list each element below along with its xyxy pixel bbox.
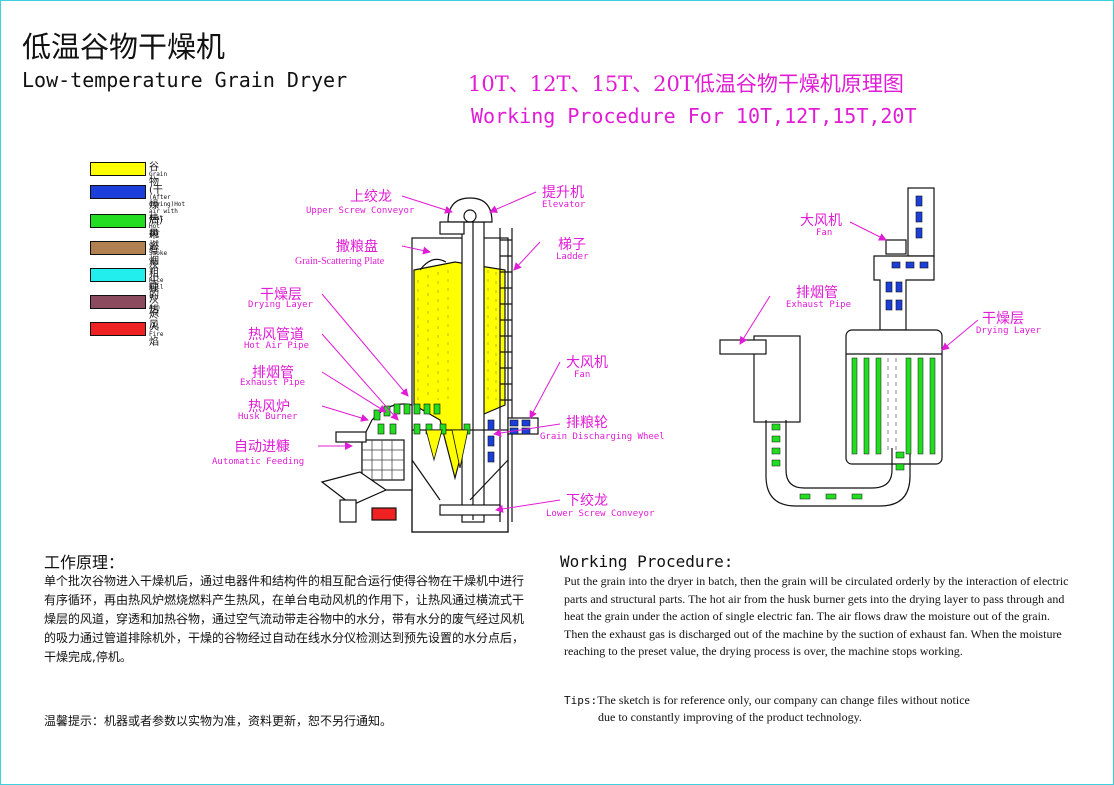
legend-sublabel: Rice hull [149, 277, 164, 291]
legend-sublabel: Grain [149, 171, 168, 178]
legend-swatch [90, 322, 146, 336]
label-right-exhaust-pipe-en: Exhaust Pipe [786, 300, 852, 310]
label-husk-burner-en: Husk Burner [238, 412, 298, 422]
label-elevator-en: Elevator [542, 200, 586, 210]
legend-label: 粗糠 [149, 268, 159, 294]
right-airflow-marks [771, 195, 936, 500]
tips-line-2: due to constantly improving of the produ… [598, 710, 862, 724]
principle-cn-paragraph: 单个批次谷物进入干燥机后，通过电器件和结构件的相互配合运行使得谷物在干燥机中进行… [44, 574, 525, 664]
label-lower-screw-cn: 下绞龙 [566, 493, 608, 509]
left-airflow-marks [373, 270, 531, 469]
leader-lines [318, 191, 979, 513]
label-ladder-en: Ladder [556, 252, 589, 262]
notice-cn: 温馨提示：机器或者参数以实物为准，资料更新，恕不另行通知。 [44, 714, 393, 728]
label-exhaust-pipe-en: Exhaust Pipe [240, 378, 306, 388]
label-right-drying-layer-en: Drying Layer [976, 326, 1042, 336]
label-right-fan-cn: 大风机 [800, 213, 842, 229]
legend-sublabel: Hot air [149, 223, 160, 237]
legend-label: (干燥后)带有灰尘的热风 [149, 185, 163, 331]
title-english: Low-temperature Grain Dryer [22, 68, 348, 92]
procedure-en-paragraph: Put the grain into the dryer in batch, t… [564, 574, 1069, 658]
legend-label: 谷物 [149, 162, 159, 188]
legend-swatch [90, 241, 146, 255]
tips-note: Tips:The sketch is for reference only, o… [564, 692, 970, 726]
label-upper-screw-en: Upper Screw Conveyor [306, 206, 415, 216]
label-right-fan-en: Fan [816, 228, 833, 238]
legend-swatch [90, 162, 146, 176]
legend-swatch [90, 268, 146, 282]
label-lower-screw-en: Lower Screw Conveyor [546, 509, 655, 519]
legend-label: 灰烬 [149, 295, 159, 321]
label-auto-feeding-cn: 自动进糠 [234, 439, 290, 455]
label-drying-layer-cn: 干燥层 [260, 287, 302, 303]
legend-swatch [90, 185, 146, 199]
label-hot-air-pipe-cn: 热风管道 [248, 327, 304, 343]
label-hot-air-pipe-en: Hot Air Pipe [244, 341, 310, 351]
tips-line-1: The sketch is for reference only, our co… [597, 693, 970, 707]
label-scatter-plate-cn: 撒粮盘 [336, 239, 378, 255]
legend-swatch [90, 295, 146, 309]
legend-sublabel: Fire [149, 331, 164, 338]
label-ladder-cn: 梯子 [558, 237, 586, 253]
legend-label: 火焰 [149, 322, 159, 348]
principle-cn-heading: 工作原理： [44, 553, 125, 572]
label-auto-feeding-en: Automatic Feeding [212, 457, 305, 467]
label-exhaust-pipe-cn: 排烟管 [252, 365, 294, 381]
label-discharge-wheel-en: Grain Discharging Wheel [540, 432, 665, 442]
label-fan-cn: 大风机 [566, 355, 608, 371]
legend-sublabel: Smoke [149, 250, 168, 257]
legend-sublabel: Ash [149, 304, 160, 311]
label-fan-en: Fan [574, 370, 591, 380]
legend-label: 热风 [149, 214, 159, 240]
label-upper-screw-cn: 上绞龙 [350, 189, 392, 205]
diagram-heading-chinese: 10T、12T、15T、20T低温谷物干燥机原理图 [468, 72, 904, 96]
tips-key: Tips: [564, 694, 598, 707]
procedure-en-heading: Working Procedure: [560, 552, 734, 571]
diagram-heading-english: Working Procedure For 10T,12T,15T,20T [471, 104, 917, 128]
label-elevator-cn: 提升机 [542, 185, 584, 201]
label-right-exhaust-pipe-cn: 排烟管 [796, 285, 838, 301]
legend-label: 燃烟 [149, 241, 159, 267]
label-scatter-plate-en: Grain-Scattering Plate [295, 256, 385, 267]
label-discharge-wheel-cn: 排粮轮 [566, 415, 608, 431]
legend-sublabel: (After drying)Hot air with dust [149, 194, 186, 222]
title-chinese: 低温谷物干燥机 [22, 30, 226, 64]
label-husk-burner-cn: 热风炉 [248, 399, 290, 415]
label-drying-layer-en: Drying Layer [248, 300, 314, 310]
legend-swatch [90, 214, 146, 228]
label-right-drying-layer-cn: 干燥层 [982, 311, 1024, 327]
